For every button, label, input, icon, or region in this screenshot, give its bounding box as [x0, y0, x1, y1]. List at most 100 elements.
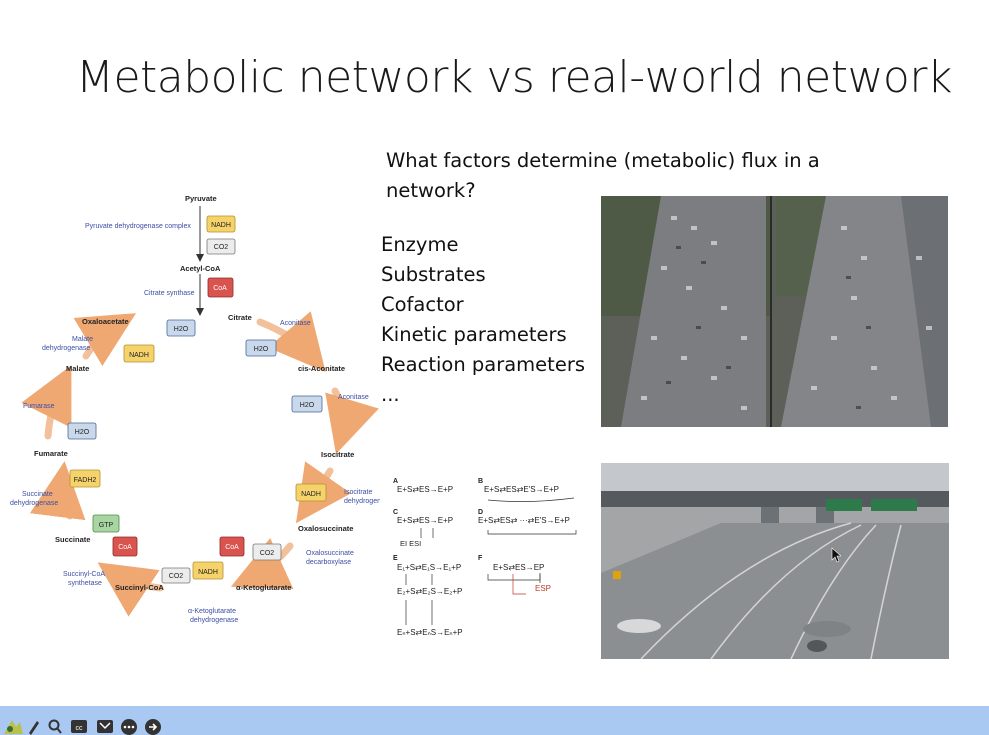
label-oxaloacetate: Oxaloacetate [82, 317, 129, 326]
cofactor-co2-2: CO2 [252, 543, 282, 561]
more-icon[interactable] [120, 717, 138, 735]
svg-text:NADH: NADH [211, 222, 231, 229]
kin-eq-c-sub: EI ESI [400, 539, 421, 548]
kin-label-f: F [478, 555, 483, 562]
slide: Metabolic network vs real-world network … [10, 52, 953, 659]
factor-cofactor: Cofactor [381, 293, 464, 316]
cofactor-co2-3: CO2 [161, 567, 191, 584]
svg-text:GTP: GTP [99, 522, 114, 529]
svg-text:CoA: CoA [213, 285, 227, 292]
factor-list: Enzyme Substrates Cofactor Kinetic param… [381, 230, 585, 410]
svg-text:NADH: NADH [129, 352, 149, 359]
cofactor-nadh-2: NADH [123, 344, 155, 363]
enzyme-fumarase: Fumarase [23, 403, 55, 410]
enzyme-sdh-2: dehydrogenase [10, 500, 58, 507]
cofactor-coa-2: CoA [112, 536, 138, 557]
label-isocitrate: Isocitrate [321, 450, 354, 459]
svg-text:cc: cc [76, 725, 84, 732]
svg-text:H2O: H2O [75, 429, 90, 436]
enzyme-sdh-1: Succinate [22, 491, 53, 498]
factor-kinetic: Kinetic parameters [381, 323, 567, 346]
svg-text:NADH: NADH [198, 569, 218, 576]
kin-eq-f: E+S⇄ES→EP [493, 563, 544, 572]
kin-eq-d: E+S⇄ES⇄ ···⇄E'S→E+P [478, 516, 570, 525]
factor-enzyme: Enzyme [381, 233, 459, 256]
svg-text:CO2: CO2 [169, 573, 184, 580]
kin-eq-en: Eₙ+S⇄EₙS→Eₙ+P [397, 628, 463, 637]
enzyme-aconitase-2: Aconitase [338, 394, 369, 401]
kin-eq-c: E+S⇄ES→E+P [397, 516, 453, 525]
enzyme-oxd-2: decarboxylase [306, 559, 351, 566]
next-icon[interactable] [144, 717, 162, 735]
cofactor-nadh-1: NADH [206, 215, 236, 233]
factor-reaction: Reaction parameters [381, 353, 585, 376]
label-fumarate: Fumarate [34, 449, 68, 458]
toolbar-icon[interactable] [96, 717, 114, 735]
label-acetyl-coa: Acetyl-CoA [180, 264, 221, 273]
cofactor-h2o-3: H2O [291, 395, 323, 413]
pen-icon[interactable] [27, 717, 41, 735]
enzyme-pdh: Pyruvate dehydrogenase complex [85, 223, 191, 230]
enzyme-scs-2: synthetase [68, 580, 102, 587]
kin-eq-a: E+S⇄ES→E+P [397, 485, 453, 494]
enzyme-mdh-2: dehydrogenase [42, 345, 90, 352]
logo-icon[interactable] [2, 717, 24, 735]
label-succinate: Succinate [55, 535, 90, 544]
cofactor-coa-1: CoA [207, 277, 234, 298]
kin-eq-b: E+S⇄ES⇄E'S→E+P [484, 485, 559, 494]
factor-more: ... [381, 383, 400, 406]
kin-label-e: E [393, 555, 398, 562]
traffic-jam-photo [601, 196, 948, 427]
label-pyruvate: Pyruvate [185, 194, 217, 203]
enzyme-mdh-1: Malate [72, 336, 93, 343]
enzyme-idh-1: Isocitrate [344, 489, 373, 496]
cycle-arrows [21, 311, 379, 617]
slide-title: Metabolic network vs real-world network [76, 52, 952, 103]
cofactor-h2o-4: H2O [67, 422, 97, 440]
question-text: What factors determine (metabolic) flux … [386, 149, 820, 202]
cofactor-nadh-4: NADH [192, 561, 224, 580]
kin-label-b: B [478, 478, 483, 485]
enzyme-oxd-1: Oxalosuccinate [306, 550, 354, 557]
cofactor-nadh-3: NADH [295, 483, 327, 502]
kin-label-c: C [393, 509, 398, 516]
svg-text:CoA: CoA [118, 544, 132, 551]
label-cis-aconitate: cis-Aconitate [298, 364, 345, 373]
svg-text:H2O: H2O [254, 346, 269, 353]
factor-substrates: Substrates [381, 263, 486, 286]
cofactor-co2-1: CO2 [206, 238, 236, 255]
cofactor-gtp: GTP [92, 514, 120, 533]
kin-label-a: A [393, 478, 398, 485]
kinetic-schemes-diagram: A E+S⇄ES→E+P B E+S⇄ES⇄E'S→E+P C E+S⇄ES→E… [393, 478, 577, 637]
cofactor-fadh2: FADH2 [69, 469, 101, 488]
empty-highway-photo [601, 463, 949, 659]
citric-acid-cycle-diagram: Pyruvate Acetyl-CoA Citrate cis-Aconitat… [10, 194, 380, 624]
cofactor-coa-3: CoA [219, 536, 245, 557]
enzyme-akgdh-2: dehydrogenase [190, 617, 238, 624]
kin-eq-e1: E₁+S⇄E₁S→E₁+P [397, 563, 461, 572]
enzyme-citrate-synthase: Citrate synthase [144, 290, 195, 297]
svg-text:H2O: H2O [174, 326, 189, 333]
cofactor-h2o-2: H2O [245, 339, 277, 357]
label-alpha-kg: α-Ketoglutarate [236, 583, 291, 592]
mouse-cursor-icon [831, 547, 841, 563]
svg-text:CO2: CO2 [260, 550, 275, 557]
svg-text:CoA: CoA [225, 544, 239, 551]
label-malate: Malate [66, 364, 89, 373]
kin-label-d: D [478, 509, 483, 516]
svg-text:CO2: CO2 [214, 244, 229, 251]
search-icon[interactable] [47, 717, 63, 735]
svg-text:FADH2: FADH2 [74, 477, 97, 484]
svg-text:H2O: H2O [300, 402, 315, 409]
enzyme-aconitase-1: Aconitase [280, 320, 311, 327]
enzyme-scs-1: Succinyl-CoA [63, 571, 105, 578]
bottom-toolbar [0, 706, 989, 735]
cofactor-h2o-1: H2O [166, 319, 196, 337]
label-succinyl-coa: Succinyl-CoA [115, 583, 164, 592]
cc-icon[interactable]: cc [70, 717, 88, 735]
svg-text:NADH: NADH [301, 491, 321, 498]
enzyme-idh-2: dehydrogenase [344, 498, 380, 505]
label-oxalosuccinate: Oxalosuccinate [298, 524, 353, 533]
label-citrate: Citrate [228, 313, 252, 322]
enzyme-akgdh-1: α-Ketoglutarate [188, 608, 236, 615]
